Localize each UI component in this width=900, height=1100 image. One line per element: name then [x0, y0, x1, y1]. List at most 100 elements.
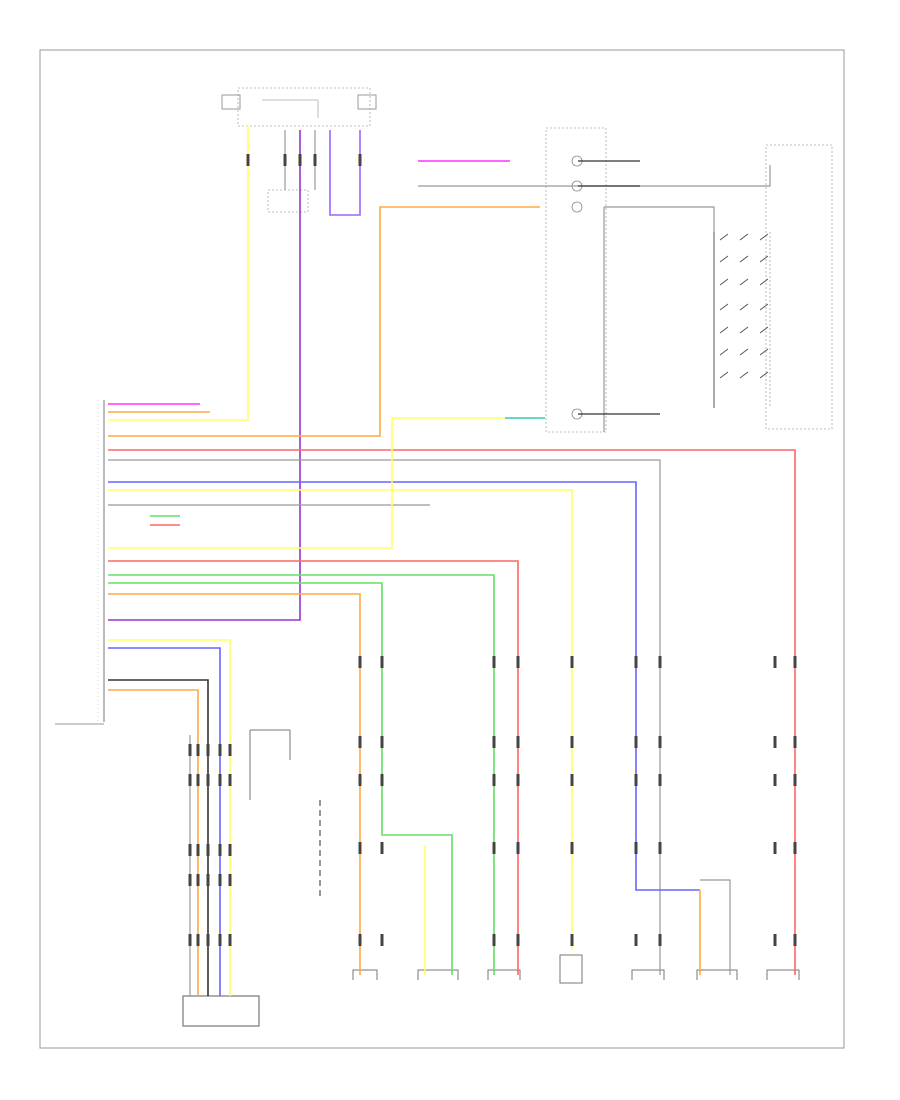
wire-yellow-2: [108, 489, 573, 950]
pin-h-0-2: [188, 844, 192, 856]
wire-yellow-3: [108, 417, 540, 549]
pin-8-2: [773, 774, 777, 786]
switch-contact-2-0: [759, 233, 769, 241]
pin-6-1: [658, 736, 662, 748]
switch-contact-0-4: [719, 326, 729, 334]
pin-7-3: [793, 842, 797, 854]
pin-7-4: [793, 934, 797, 946]
pin-h-3-3: [218, 874, 222, 886]
ignition-switch-top: [221, 87, 377, 127]
pin-3-0: [516, 656, 520, 668]
switch-contact-1-1: [739, 255, 749, 263]
pin-h-2-2: [206, 844, 210, 856]
switch-contact-0-5: [719, 348, 729, 356]
front-speaker-rh: [352, 969, 378, 980]
wire-gray-6: [604, 206, 715, 232]
pin-8-1: [773, 736, 777, 748]
pin-1-3: [380, 842, 384, 854]
switch-contact-2-4: [759, 326, 769, 334]
pin-h-2-4: [206, 934, 210, 946]
pin-6-2: [658, 774, 662, 786]
pin-h-0-1: [188, 774, 192, 786]
wire-red-3: [108, 560, 519, 975]
pin-h-4-1: [228, 774, 232, 786]
pin-4-0: [570, 656, 574, 668]
pin-h-4-2: [228, 844, 232, 856]
connector-block: [182, 995, 260, 1027]
switch-contact-2-2: [759, 278, 769, 286]
wire-orange-3: [108, 593, 361, 975]
pin-1-4: [380, 934, 384, 946]
pin-4-1: [570, 736, 574, 748]
switch-contact-0-6: [719, 371, 729, 379]
pin-3-2: [516, 774, 520, 786]
woofer-unit: [249, 729, 321, 900]
pin-0-2: [358, 774, 362, 786]
diagram-frame: [39, 49, 845, 1049]
switch-contact-1-6: [739, 371, 749, 379]
pin-6-4: [658, 934, 662, 946]
wire-orange-2: [108, 206, 540, 437]
antenna-amp: [559, 954, 583, 984]
pin-1-1: [380, 736, 384, 748]
pin-5-0: [634, 656, 638, 668]
pin-0-0: [358, 656, 362, 668]
pin-4-2: [570, 774, 574, 786]
wire-red-main: [108, 449, 796, 975]
wire-gray-3: [108, 459, 661, 975]
pin-8-3: [773, 842, 777, 854]
pin-8-0: [773, 656, 777, 668]
pin-0-1: [358, 736, 362, 748]
steering-switch: [545, 127, 607, 433]
pin-5-4: [634, 934, 638, 946]
wire-violet-ign: [329, 130, 361, 216]
pin-2-2: [492, 774, 496, 786]
pin-h-1-1: [196, 774, 200, 786]
pin-h-2-0: [206, 744, 210, 756]
pin-top-3: [313, 154, 317, 166]
pin-top-1: [283, 154, 287, 166]
pin-3-1: [516, 736, 520, 748]
pin-h-3-0: [218, 744, 222, 756]
rear-speaker-lh: [766, 969, 800, 980]
pin-0-3: [358, 842, 362, 854]
wire-gray-2: [418, 165, 771, 187]
pin-h-0-0: [188, 744, 192, 756]
tweeter-rh: [417, 969, 459, 980]
wire-blue-1: [108, 481, 700, 891]
pin-h-0-4: [188, 934, 192, 946]
wire-yellow-ign: [108, 125, 249, 421]
pin-h-3-4: [218, 934, 222, 946]
switch-contact-2-6: [759, 371, 769, 379]
pin-2-1: [492, 736, 496, 748]
wire-black-low: [108, 679, 209, 996]
wire-green-3: [108, 574, 495, 975]
wire-purple-ign: [108, 130, 301, 621]
pin-h-1-0: [196, 744, 200, 756]
speaker-symbols: [352, 969, 800, 980]
switch-contact-2-5: [759, 348, 769, 356]
pin-4-4: [570, 934, 574, 946]
switch-contact-2-3: [759, 303, 769, 311]
pin-5-1: [634, 736, 638, 748]
pin-8-4: [773, 934, 777, 946]
pin-5-2: [634, 774, 638, 786]
rear-speaker-rh: [487, 969, 521, 980]
wire-blue-low: [108, 647, 221, 996]
switch-contact-1-0: [739, 233, 749, 241]
wire-orange-low: [108, 689, 199, 996]
pin-1-2: [380, 774, 384, 786]
pin-3-3: [516, 842, 520, 854]
switch-contact-1-5: [739, 348, 749, 356]
pin-0-4: [358, 934, 362, 946]
pin-h-1-3: [196, 874, 200, 886]
switch-bank: [713, 144, 833, 430]
pin-4-3: [570, 842, 574, 854]
pin-layer: [188, 154, 797, 946]
pin-h-2-1: [206, 774, 210, 786]
wire-layer: [108, 125, 796, 996]
pin-3-4: [516, 934, 520, 946]
pin-h-3-2: [218, 844, 222, 856]
wire-green-4: [108, 582, 453, 975]
switch-contact-0-3: [719, 303, 729, 311]
